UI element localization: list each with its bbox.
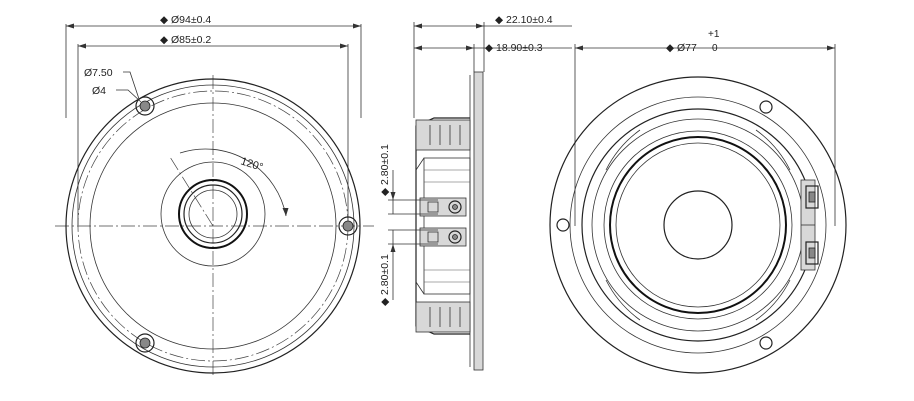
- dim-bolt-circle-label: ◆ Ø85±0.2: [160, 34, 211, 46]
- front-surround: [160, 161, 266, 267]
- side-flange: [473, 71, 484, 371]
- dim-depth-total-label: ◆ 22.10±0.4: [495, 14, 553, 26]
- rear-spoke-4: [755, 279, 791, 321]
- front-dome-ring-outer: [178, 179, 248, 249]
- rear-spoke-2: [755, 129, 791, 171]
- rear-mount-hole-left: [556, 218, 570, 232]
- front-mount-hole-top: [135, 96, 155, 116]
- front-frame-outer: [65, 78, 361, 374]
- rear-frame-step: [569, 96, 827, 354]
- dim-bolt-circle: ◆ Ø85±0.2: [77, 34, 349, 225]
- dim-terminal-lower-label: ◆ 2.80±0.1: [379, 254, 391, 306]
- dim-cutout-label: ◆ Ø77: [666, 42, 697, 54]
- rear-pole-vent: [663, 190, 733, 260]
- dim-cutout-tol-upper: +1: [708, 29, 720, 40]
- side-terminals: [419, 197, 467, 247]
- rear-basket-inner: [591, 118, 805, 332]
- front-mount-hole-right: [338, 216, 358, 236]
- dim-depth-body-label: ◆ 18.90±0.3: [485, 42, 543, 54]
- dim-cutout: ◆ Ø77 +1 0: [574, 29, 836, 226]
- rear-mount-hole-top: [759, 100, 773, 114]
- dim-depth-total: ◆ 22.10±0.4: [413, 14, 572, 118]
- rear-spoke-3: [605, 279, 641, 321]
- side-basket: [415, 117, 470, 335]
- rear-frame-outer: [549, 76, 847, 374]
- rear-view: ◆ Ø77 +1 0: [549, 29, 847, 374]
- side-view: ◆ 22.10±0.4 ◆ 18.90±0.3: [379, 14, 572, 371]
- side-magnet: [415, 157, 471, 295]
- front-dome: [188, 189, 238, 239]
- dim-hole-leaders: Ø7.50 Ø4: [84, 67, 142, 103]
- dim-terminal-upper-label: ◆ 2.80±0.1: [379, 144, 391, 196]
- front-mount-hole-bottom: [135, 333, 155, 353]
- rear-basket: [581, 108, 815, 342]
- rear-terminal-block: [800, 179, 819, 271]
- dim-hole-outer-label: Ø7.50: [84, 67, 113, 79]
- side-basket-rib-top: [415, 119, 471, 151]
- rear-magnet-inner: [615, 142, 781, 308]
- dim-terminal: ◆ 2.80±0.1 ◆ 2.80±0.1: [379, 144, 438, 306]
- dim-cutout-tol-lower: 0: [712, 43, 718, 54]
- side-basket-rib-bottom: [415, 301, 471, 333]
- rear-spoke-1: [605, 129, 641, 171]
- dim-depth-body: ◆ 18.90±0.3: [414, 42, 572, 72]
- dim-outer-diameter: ◆ Ø94±0.4: [65, 14, 362, 118]
- rear-magnet-outer: [603, 130, 793, 320]
- front-dome-ring-inner: [183, 184, 243, 244]
- front-frame-step: [89, 102, 337, 350]
- rear-mount-hole-bottom: [759, 336, 773, 350]
- dim-angle: 120°: [169, 148, 289, 227]
- dim-hole-inner-label: Ø4: [92, 85, 106, 97]
- rear-magnet: [609, 136, 787, 314]
- front-frame-inner: [71, 84, 355, 368]
- dim-outer-label: ◆ Ø94±0.4: [160, 14, 211, 26]
- front-view: ◆ Ø94±0.4 ◆ Ø85±0.2: [55, 14, 374, 378]
